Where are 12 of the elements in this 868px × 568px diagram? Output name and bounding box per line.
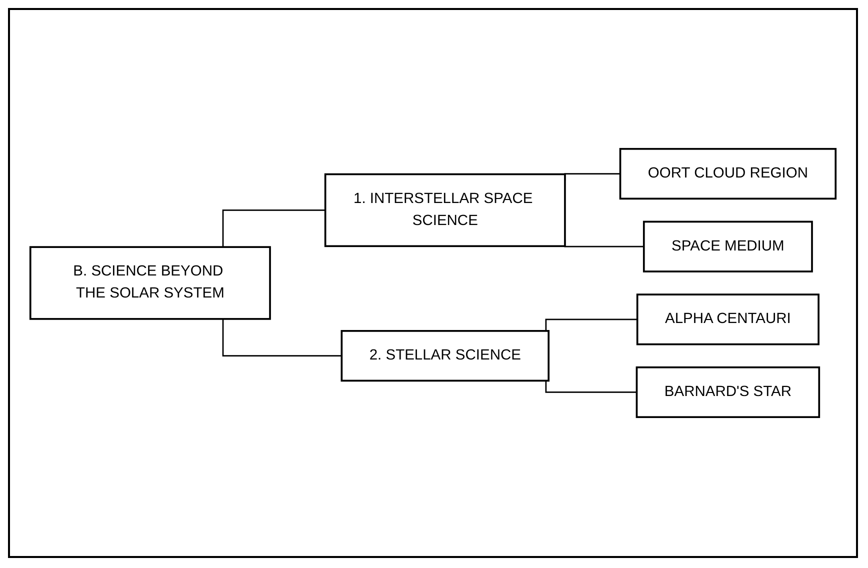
connector: [545, 318, 638, 331]
node-box: [642, 220, 813, 272]
node-box: [340, 330, 550, 382]
connector: [222, 318, 342, 356]
node-box: [636, 366, 820, 418]
node-box: [636, 294, 820, 346]
connector: [545, 380, 637, 393]
diagram-frame: B. SCIENCE BEYOND THE SOLAR SYSTEM 1. INTERSTELLAR SPACE SCIENCE OORT CLOUD REGION SPACE MEDIUM 2. STELLAR SCIENCE ALPHA CENTAURI BARNARD'S STAR: [8, 8, 858, 558]
node-box: [324, 173, 566, 248]
connector: [222, 210, 326, 248]
node-box: [29, 246, 271, 320]
node-box: [619, 148, 837, 200]
